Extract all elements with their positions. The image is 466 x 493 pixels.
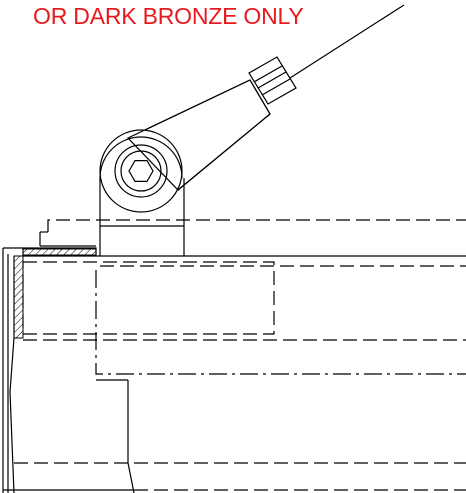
finish-note: OR DARK BRONZE ONLY xyxy=(33,3,304,29)
shoe-bracket xyxy=(23,178,466,257)
stop-profile xyxy=(2,245,97,493)
center-line xyxy=(95,270,466,375)
door-top-rail xyxy=(22,261,466,341)
hex-nut-icon xyxy=(114,144,168,198)
frame-head xyxy=(39,219,466,246)
jamb-profile xyxy=(3,337,466,493)
rod-end xyxy=(248,4,405,105)
arm-hub xyxy=(99,136,183,179)
